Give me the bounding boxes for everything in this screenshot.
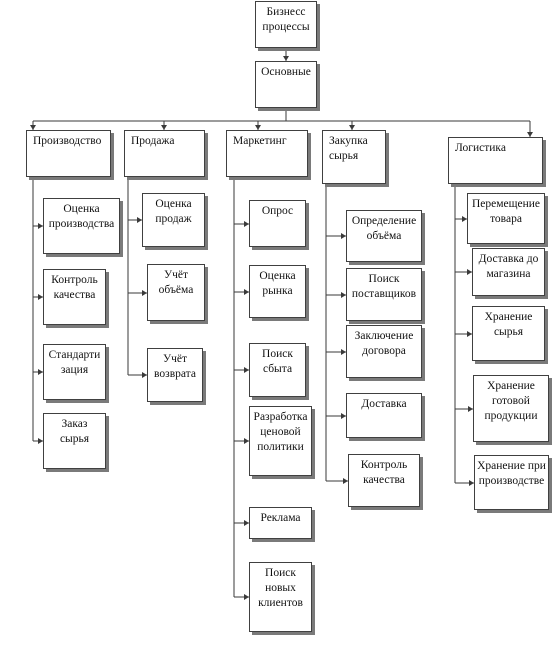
process-node: Оценка производства bbox=[43, 198, 120, 254]
process-node: Хранение сырья bbox=[472, 306, 545, 361]
process-node: Доставка bbox=[346, 393, 422, 438]
process-node: Контроль качества bbox=[43, 269, 106, 325]
root-node: Бизнесс процессы bbox=[255, 1, 317, 48]
arrow-head bbox=[30, 125, 36, 130]
process-node: Поиск новых клиентов bbox=[249, 562, 312, 632]
process-node: Учёт объёма bbox=[147, 264, 205, 321]
arrow-head bbox=[244, 289, 249, 295]
arrow-head bbox=[244, 367, 249, 373]
process-node: Доставка до магазина bbox=[472, 248, 545, 296]
process-node: Оценка продаж bbox=[142, 193, 205, 247]
process-node: Хранение готовой продукции bbox=[473, 375, 549, 442]
process-node: Заключение договора bbox=[346, 325, 422, 378]
process-node: Определение объёма bbox=[346, 210, 422, 262]
arrow-head bbox=[38, 223, 43, 229]
arrow-head bbox=[341, 413, 346, 419]
arrow-head bbox=[283, 56, 289, 61]
process-node: Хранение при производстве bbox=[474, 455, 549, 510]
arrow-head bbox=[341, 233, 346, 239]
arrow-head bbox=[38, 369, 43, 375]
category-procurement: Закупка сырья bbox=[322, 130, 386, 184]
arrow-head bbox=[341, 292, 346, 298]
arrow-head bbox=[137, 217, 142, 223]
process-node: Опрос bbox=[249, 200, 306, 247]
arrow-head bbox=[468, 406, 473, 412]
arrow-head bbox=[142, 372, 147, 378]
arrow-head bbox=[343, 478, 348, 484]
arrow-head bbox=[161, 125, 167, 130]
arrow-head bbox=[255, 125, 261, 130]
category-logistics: Логистика bbox=[448, 137, 543, 184]
main-node: Основные bbox=[255, 61, 317, 108]
category-sales: Продажа bbox=[124, 130, 205, 177]
process-node: Заказ сырья bbox=[43, 413, 106, 469]
process-node: Контроль качества bbox=[348, 454, 420, 507]
arrow-head bbox=[349, 125, 355, 130]
arrow-head bbox=[244, 221, 249, 227]
process-node: Поиск поставщиков bbox=[346, 268, 422, 321]
process-node: Разработка ценовой политики bbox=[249, 406, 312, 476]
process-node: Поиск сбыта bbox=[249, 343, 306, 397]
arrow-head bbox=[244, 520, 249, 526]
arrow-head bbox=[467, 269, 472, 275]
arrow-head bbox=[244, 594, 249, 600]
arrow-head bbox=[462, 216, 467, 222]
arrow-head bbox=[38, 294, 43, 300]
process-node: Оценка рынка bbox=[249, 265, 306, 318]
process-node: Перемещение товара bbox=[467, 193, 545, 244]
process-node: Реклама bbox=[249, 507, 312, 539]
arrow-head bbox=[38, 438, 43, 444]
arrow-head bbox=[469, 480, 474, 486]
arrow-head bbox=[467, 331, 472, 337]
category-marketing: Маркетинг bbox=[226, 130, 308, 177]
arrow-head bbox=[142, 290, 147, 296]
category-production: Производство bbox=[26, 130, 111, 177]
arrow-head bbox=[244, 438, 249, 444]
process-node: Стандарти зация bbox=[43, 344, 106, 400]
arrow-head bbox=[527, 132, 533, 137]
arrow-head bbox=[341, 349, 346, 355]
process-node: Учёт возврата bbox=[147, 348, 203, 402]
